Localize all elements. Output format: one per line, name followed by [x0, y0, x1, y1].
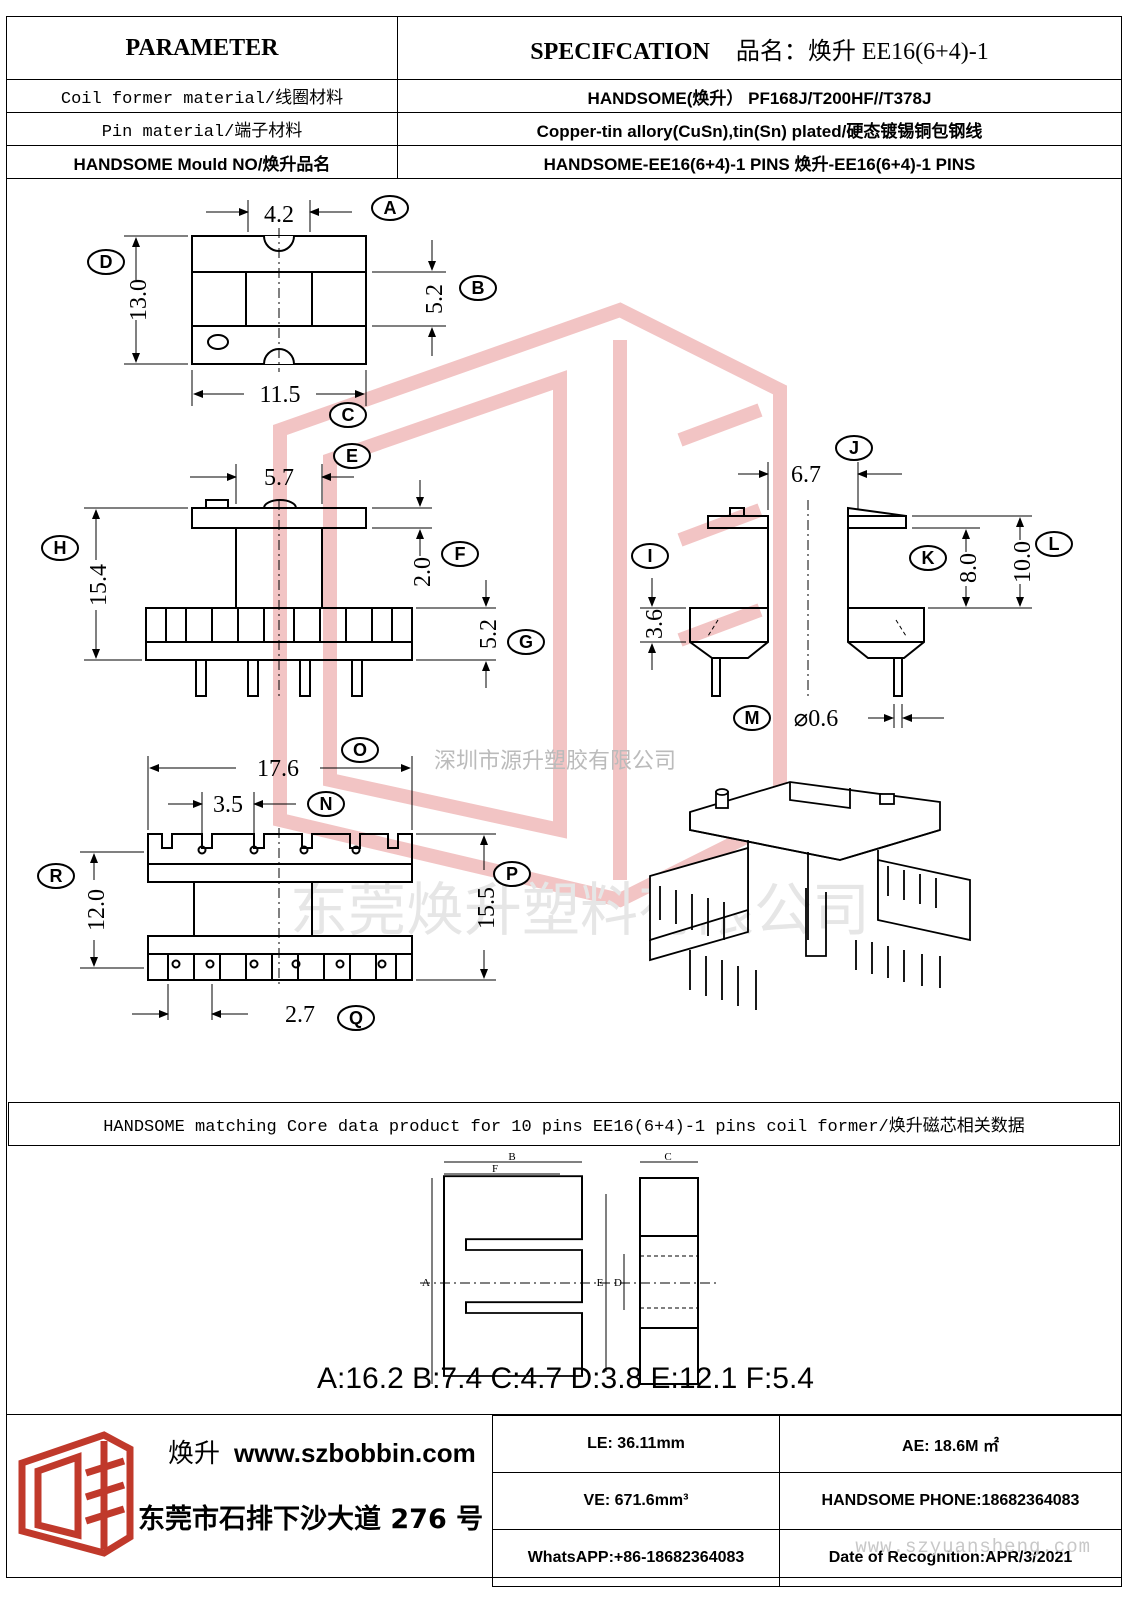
label-k: K	[909, 545, 947, 571]
phone-value: HANDSOME PHONE:18682364083	[779, 1472, 1122, 1530]
core-letter-c: C	[664, 1151, 671, 1163]
dim-f-value: 2.0	[410, 557, 436, 587]
core-letter-b: B	[508, 1151, 515, 1163]
label-d: D	[87, 249, 125, 275]
label-q: Q	[337, 1005, 375, 1031]
core-parameters-table: LE: 36.11mm AE: 18.6M ㎡ VE: 671.6mm³ HAN…	[492, 1415, 1122, 1587]
front-view	[84, 464, 496, 700]
mould-no-label: HANDSOME Mould NO/焕升品名	[6, 145, 398, 179]
label-m: M	[733, 705, 771, 731]
top-view	[124, 200, 446, 406]
label-k-text: K	[922, 548, 935, 568]
i-core-shape	[639, 1177, 699, 1385]
label-c-text: C	[342, 405, 355, 425]
watermark-company-small: 深圳市源升塑胶有限公司	[434, 749, 676, 774]
label-d-text: D	[100, 252, 113, 272]
label-g-text: G	[519, 632, 533, 652]
dim-l-value: 10.0	[1010, 541, 1036, 583]
label-b: B	[459, 275, 497, 301]
core-letter-e: E	[597, 1277, 604, 1289]
label-b-text: B	[472, 278, 485, 298]
core-letter-f: F	[492, 1163, 498, 1175]
label-j: J	[835, 435, 873, 461]
label-e: E	[333, 443, 371, 469]
dim-i-value: 3.6	[642, 609, 668, 639]
ae-value: AE: 18.6M ㎡	[779, 1415, 1122, 1473]
label-m-text: M	[745, 708, 760, 728]
watermark-url: www.szyuansheng.com	[855, 1536, 1091, 1558]
brand-name: 焕升	[168, 1439, 221, 1469]
isometric-view	[649, 781, 971, 1010]
core-values: A:16.2 B:7.4 C:4.7 D:3.8 E:12.1 F:5.4	[317, 1362, 814, 1395]
label-f-text: F	[455, 544, 466, 564]
coil-material-label: Coil former material/线圈材料	[6, 79, 398, 113]
label-a: A	[371, 195, 409, 221]
ve-value: VE: 671.6mm³	[492, 1472, 780, 1530]
label-e-text: E	[346, 446, 358, 466]
dim-d-value: 13.0	[126, 279, 152, 321]
label-g: G	[507, 629, 545, 655]
mould-no-value: HANDSOME-EE16(6+4)-1 PINS 焕升-EE16(6+4)-1…	[397, 145, 1122, 179]
dim-c-value: 11.5	[259, 382, 300, 408]
label-r-text: R	[50, 866, 63, 886]
dim-q-value: 2.7	[285, 1002, 315, 1028]
core-letter-d: D	[614, 1277, 622, 1289]
coil-material-value: HANDSOME(焕升） PF168J/T200HF//T378J	[397, 79, 1122, 113]
e-core-shape	[443, 1175, 583, 1377]
bottom-view	[80, 756, 496, 1020]
dim-b-value: 5.2	[422, 284, 448, 314]
label-o-text: O	[353, 740, 367, 760]
bobbin-technical-drawing: 深圳市源升塑胶有限公司 东莞焕升塑料有限公司	[37, 195, 1073, 1031]
side-view	[640, 462, 1032, 728]
dim-h-value: 15.4	[86, 564, 112, 606]
label-l: L	[1035, 531, 1073, 557]
label-l-text: L	[1049, 534, 1060, 554]
date-value: Date of Recognition:APR/3/2021	[779, 1529, 1122, 1587]
core-letter-a: A	[422, 1277, 430, 1289]
label-n-text: N	[320, 794, 333, 814]
label-h: H	[41, 535, 79, 561]
footer: 焕升 www.szbobbin.com 东莞市石排下沙大道 276 号 LE: 3…	[6, 1414, 1122, 1587]
label-i: I	[631, 543, 669, 569]
website-link[interactable]: www.szbobbin.com	[234, 1438, 476, 1468]
label-o: O	[341, 737, 379, 763]
label-r: R	[37, 863, 75, 889]
watermark-company-large: 东莞焕升塑料有限公司	[290, 876, 870, 944]
label-p: P	[493, 861, 531, 887]
core-drawing: B F C A E D	[420, 1151, 720, 1385]
dim-e-value: 5.7	[264, 465, 294, 491]
label-q-text: Q	[349, 1008, 363, 1028]
dim-n-value: 3.5	[213, 792, 243, 818]
dim-p-value: 15.5	[474, 887, 500, 929]
pin-material-label: Pin material/端子材料	[6, 112, 398, 146]
company-address: 东莞市石排下沙大道 276 号	[138, 1504, 484, 1535]
label-n: N	[307, 791, 345, 817]
label-p-text: P	[506, 864, 518, 884]
dim-a-value: 4.2	[264, 202, 294, 228]
pin-material-value: Copper-tin allory(CuSn),tin(Sn) plated/硬…	[397, 112, 1122, 146]
dim-m-value: ⌀0.6	[794, 706, 838, 732]
core-data-heading: HANDSOME matching Core data product for …	[8, 1102, 1120, 1146]
label-a-text: A	[384, 198, 397, 218]
brand-line: 焕升 www.szbobbin.com	[168, 1433, 476, 1470]
whatsapp-value: WhatsAPP:+86-18682364083	[492, 1529, 780, 1587]
dim-g-value: 5.2	[476, 619, 502, 649]
label-j-text: J	[849, 438, 859, 458]
parameter-heading: PARAMETER	[6, 16, 398, 80]
dim-o-value: 17.6	[257, 756, 299, 782]
le-value: LE: 36.11mm	[492, 1415, 780, 1473]
label-c: C	[329, 402, 367, 428]
label-f: F	[441, 541, 479, 567]
label-h-text: H	[54, 538, 67, 558]
company-logo	[18, 1431, 134, 1557]
dim-r-value: 12.0	[84, 889, 110, 931]
dim-k-value: 8.0	[956, 553, 982, 583]
dim-j-value: 6.7	[791, 462, 821, 488]
label-i-text: I	[647, 546, 652, 566]
product-name: 品名：焕升 EE16(6+4)-1	[735, 38, 989, 65]
